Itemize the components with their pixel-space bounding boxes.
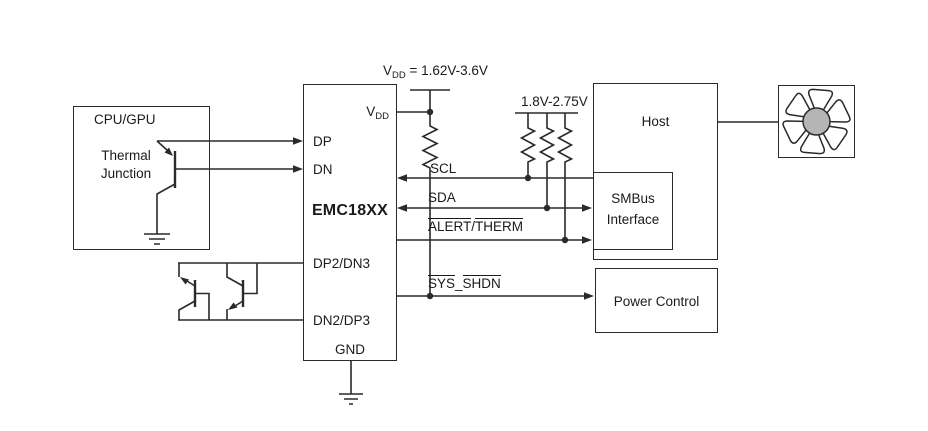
emc18xx-block: EMC18XX VDD DP DN DP2/DN3 DN2/DP3 GND (303, 84, 397, 361)
pin-dp2dn3: DP2/DN3 (313, 256, 371, 271)
thermal-junction-transistor-symbol (156, 140, 177, 234)
cpu-gpu-block: CPU/GPU Thermal Junction (73, 106, 210, 250)
fan-icon (782, 88, 851, 155)
pin-dn2dp3: DN2/DP3 (313, 313, 371, 328)
host-block: Host (593, 83, 718, 260)
pin-vdd: VDD (366, 104, 389, 122)
dp-wire (157, 137, 303, 145)
pin-dp: DP (313, 134, 332, 149)
cpu-gpu-title: CPU/GPU (94, 112, 156, 127)
sys-shdn-wire (397, 292, 594, 300)
emc-ground-symbol (339, 361, 363, 405)
fan-box (778, 85, 855, 158)
scl-signal-label: SCL (430, 161, 457, 176)
vdd-supply-label: VDD = 1.62V-3.6V (383, 63, 488, 81)
sda-wire (397, 204, 592, 212)
sda-signal-label: SDA (428, 190, 456, 205)
pullup-supply-label: 1.8V-2.75V (521, 94, 588, 109)
vdd-rail-symbol (397, 89, 450, 116)
thermal-junction-label: Thermal Junction (100, 148, 152, 181)
dn-wire (175, 165, 303, 173)
external-bjt-pair-symbol (178, 262, 303, 321)
scl-wire (397, 174, 594, 182)
power-control-label: Power Control (613, 294, 700, 309)
smbus-interface-block: SMBus Interface (593, 172, 673, 250)
pin-gnd: GND (335, 342, 365, 357)
smbus-interface-label: SMBus Interface (606, 191, 660, 227)
host-label: Host (641, 114, 670, 129)
sda-pullup-resistor (538, 113, 556, 212)
scl-pullup-resistor (519, 113, 537, 182)
fan-hub (802, 107, 831, 136)
sys-shdn-signal-label: SYS_SHDN (428, 275, 501, 292)
pin-dn: DN (313, 162, 333, 177)
power-control-block: Power Control (595, 268, 718, 333)
alert-therm-wire (397, 236, 592, 244)
alert-therm-signal-label: ALERT/THERM (428, 218, 524, 235)
cpu-ground-symbol (144, 233, 170, 245)
vdd-pullup-resistor (421, 112, 439, 300)
part-number-label: EMC18XX (311, 202, 389, 219)
